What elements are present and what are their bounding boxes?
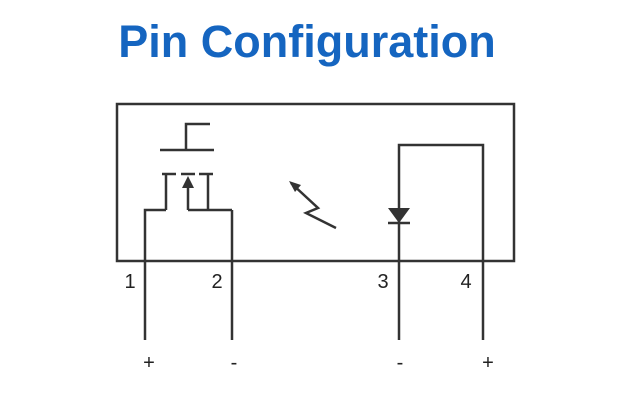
mosfet-arrow-icon	[182, 176, 194, 188]
pin-1-polarity: +	[143, 352, 155, 374]
pin-3-polarity: -	[396, 352, 404, 374]
pin-1-number: 1	[124, 271, 136, 293]
pin-4-number: 4	[460, 271, 472, 293]
pin-2-polarity: -	[230, 352, 238, 374]
led-symbol	[388, 143, 485, 261]
light-emission-arrow	[290, 182, 337, 230]
zigzag-arrowhead-icon	[289, 181, 301, 192]
pin-4-polarity: +	[482, 352, 494, 374]
pin-2-number: 2	[211, 271, 223, 293]
package-outline	[115, 102, 516, 263]
led-diode-triangle-icon	[388, 208, 410, 223]
mosfet-symbol	[143, 122, 234, 261]
page-title: Pin Configuration	[118, 16, 496, 67]
pin-3-number: 3	[377, 271, 389, 293]
